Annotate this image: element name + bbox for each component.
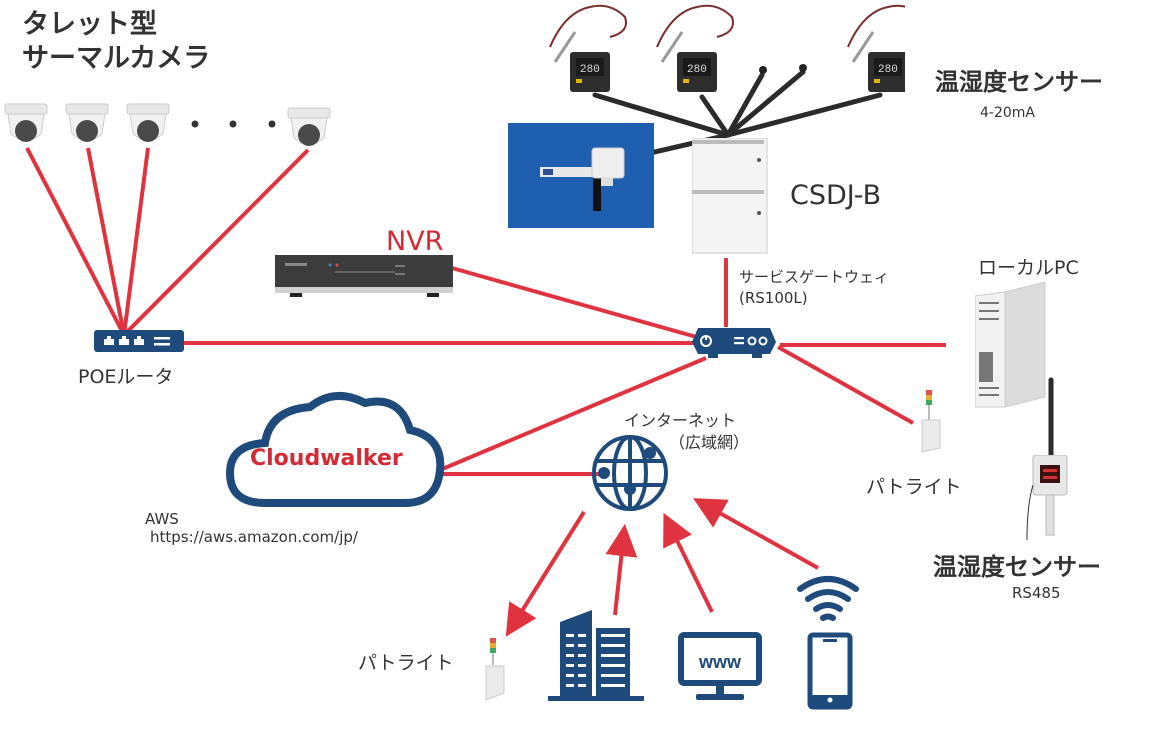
wifi-icon [797,576,859,621]
nvr-to-gateway [451,266,701,340]
gateway-to-cloud [439,356,707,472]
temp-controllers: 280 280 280 [549,4,905,92]
gateway-label: サービスゲートウェィ (RS100L) [739,267,889,309]
patlite-right-icon [921,390,941,453]
nvr-label: NVR [386,226,444,257]
camera-wire-4 [122,148,310,337]
sensor-cable-4 [725,69,806,138]
turret-camera-3 [126,103,170,142]
gateway-label-line2: (RS100L) [739,289,808,307]
temp-controller-2: 280 [656,4,734,92]
turret-camera-1 [4,103,48,142]
monitor-icon: www [678,632,762,700]
internet-label: インターネット （広域網） [624,410,749,454]
turret-camera-4 [287,107,331,146]
camera-wire-2 [86,147,126,336]
local-pc-label: ローカルPC [978,257,1079,279]
sensor-4-20-title: 温湿度センサー [935,68,1103,96]
patlite-right-label: パトライト [866,476,962,498]
thermal-cameras [4,103,331,146]
patlite-bottom-icon [485,638,505,701]
temp-controller-1: 280 [549,4,627,92]
cloud-icon [225,392,445,507]
camera-wire-3 [122,147,150,336]
network-lines [180,258,946,476]
building-icon [548,610,644,701]
internet-label-line1: インターネット [624,411,737,430]
sensor-cable-3 [725,72,765,138]
arrow-from-smartphone [693,498,819,570]
sensor-cable-1 [592,92,731,138]
arrow-from-web-pc [663,512,714,613]
gateway-to-patlite [777,345,914,425]
camera-wire-1 [25,147,126,336]
camera-title-line1: タレット型 [22,9,157,40]
camera-title: タレット型 サーマルカメラ [22,8,210,76]
sensor-4-20-subtitle: 4-20mA [980,105,1035,121]
nvr-device [275,255,453,297]
sensor-cable-2 [699,94,731,138]
ellipsis-dots-sensors [759,64,807,74]
controller-display-3: 280 [878,64,898,76]
ellipsis-dots [191,120,276,128]
internet-label-line2: （広域網） [669,433,750,452]
csdj-label: CSDJ-B [790,180,882,211]
csdj-device [692,138,768,254]
internet-arrows [505,498,819,637]
cloud-label: Cloudwalker [250,446,403,471]
smartphone-icon [797,576,859,710]
sensor-rs485-subtitle: RS485 [1012,584,1061,602]
sensor-cable-5 [725,92,883,138]
controller-display-2: 280 [687,64,707,76]
poe-router-label: POEルータ [78,366,174,388]
service-gateway-icon [692,328,776,358]
globe-icon [592,435,668,511]
camera-title-line2: サーマルカメラ [22,43,211,74]
sensor-rs485-title: 温湿度センサー [933,553,1101,581]
arrow-from-building [605,524,638,616]
camera-wires [25,147,310,337]
aws-label: AWS [145,510,179,528]
www-text: www [698,652,742,672]
humidity-probe-photo [508,123,654,228]
temp-controller-3: 280 [847,4,905,92]
poe-router-icon [94,330,184,352]
local-pc-tower [975,282,1046,408]
rs485-sensor-device [1026,455,1068,541]
controller-display-1: 280 [580,64,600,76]
patlite-bottom-label: パトライト [358,652,454,674]
aws-url[interactable]: https://aws.amazon.com/jp/ [150,528,358,546]
gateway-label-line1: サービスゲートウェィ [739,268,890,286]
arrow-to-patlite [505,510,586,637]
turret-camera-2 [65,103,109,142]
